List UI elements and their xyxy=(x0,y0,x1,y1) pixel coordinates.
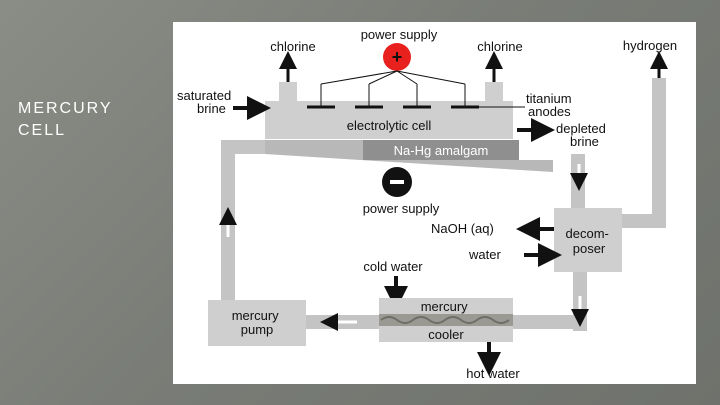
electrolytic-cell-label: electrolytic cell xyxy=(347,118,432,133)
power-supply-bottom-label: power supply xyxy=(363,201,440,216)
mercury-cell-diagram: Na-Hg amalgam electrolytic cell chlorine… xyxy=(173,22,696,384)
mercury-cooler-line2: cooler xyxy=(428,327,464,342)
cold-water-label: cold water xyxy=(363,259,423,274)
saturated-brine-line2: brine xyxy=(197,101,226,116)
anode-wires xyxy=(320,70,466,106)
chlorine-right-label: chlorine xyxy=(477,39,523,54)
positive-sign: + xyxy=(392,47,403,67)
amalgam-label-bg xyxy=(363,140,519,160)
amalgam-label: Na-Hg amalgam xyxy=(394,143,489,158)
saturated-brine-label: saturated brine xyxy=(177,88,235,116)
chlorine-right-stack xyxy=(485,82,503,102)
hot-water-label: hot water xyxy=(466,366,520,381)
mercury-pump-line2: pump xyxy=(241,322,274,337)
diagram-canvas: Na-Hg amalgam electrolytic cell chlorine… xyxy=(177,27,677,381)
hydrogen-pipe xyxy=(652,78,666,228)
mercury-pump-box xyxy=(208,300,306,346)
water-label: water xyxy=(468,247,501,262)
hydrogen-pipe-join xyxy=(622,214,666,228)
depleted-brine-line2: brine xyxy=(570,134,599,149)
mercury-pump-label: mercury pump xyxy=(232,308,283,337)
right-pipe-upper xyxy=(571,154,585,214)
positive-terminal-icon xyxy=(383,43,411,71)
mercury-cooler-label: mercury cooler xyxy=(421,299,472,342)
left-pipe xyxy=(221,140,235,340)
saturated-brine-line1: saturated xyxy=(177,88,231,103)
decomposer-label: decom- poser xyxy=(566,226,613,256)
naoh-label: NaOH (aq) xyxy=(431,221,494,236)
decomposer-line2: poser xyxy=(573,241,606,256)
depleted-brine-label: depleted brine xyxy=(556,121,610,149)
titanium-anodes-label: titanium anodes xyxy=(526,91,575,119)
decomposer-box xyxy=(554,208,622,272)
power-supply-top-label: power supply xyxy=(361,27,438,42)
titanium-anodes-line1: titanium xyxy=(526,91,572,106)
bottom-pipe-right xyxy=(513,315,587,329)
slide-title: MERCURY CELL xyxy=(18,100,113,139)
negative-sign-bar xyxy=(390,180,404,184)
chlorine-left-stack xyxy=(279,82,297,102)
depleted-brine-line1: depleted xyxy=(556,121,606,136)
titanium-anodes-line2: anodes xyxy=(528,104,571,119)
mercury-cooler-line1: mercury xyxy=(421,299,468,314)
hydrogen-label: hydrogen xyxy=(623,38,677,53)
chlorine-left-label: chlorine xyxy=(270,39,316,54)
decomposer-line1: decom- xyxy=(566,226,609,241)
mercury-coil-wave xyxy=(380,316,510,324)
mercury-pump-line1: mercury xyxy=(232,308,279,323)
